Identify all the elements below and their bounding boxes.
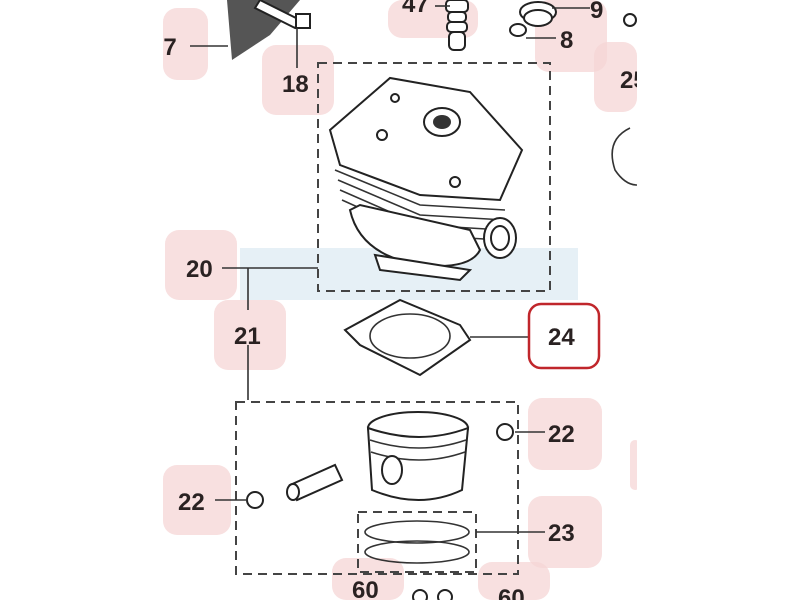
label-60-right: 60 [498, 585, 525, 600]
circlip-icon [246, 491, 264, 509]
label-23: 23 [548, 520, 575, 547]
part-18-icon [295, 13, 311, 29]
label-60-left: 60 [352, 577, 379, 600]
label-9: 9 [590, 0, 603, 24]
piston-icon [366, 411, 470, 501]
label-24[interactable]: 24 [548, 324, 575, 351]
label-17: 17 [150, 34, 177, 61]
highlight-box-24 [527, 302, 601, 370]
label-22-left: 22 [178, 489, 205, 516]
piston-rings-icon [364, 520, 470, 564]
label-18: 18 [282, 71, 309, 98]
washer-icon [509, 23, 527, 37]
label-22-right: 22 [548, 421, 575, 448]
spring-icon [519, 1, 557, 27]
clamp-icon [611, 127, 637, 186]
label-20: 20 [186, 256, 213, 283]
gasket-icon [343, 298, 472, 377]
label-21: 21 [234, 323, 261, 350]
part-47-icon [445, 0, 469, 51]
circlip-icon [496, 423, 514, 441]
label-47: 47 [402, 0, 429, 18]
label-8: 8 [560, 27, 573, 54]
piston-pin-icon [286, 463, 344, 502]
cylinder-icon [328, 76, 524, 282]
label-25: 25 [620, 67, 647, 94]
